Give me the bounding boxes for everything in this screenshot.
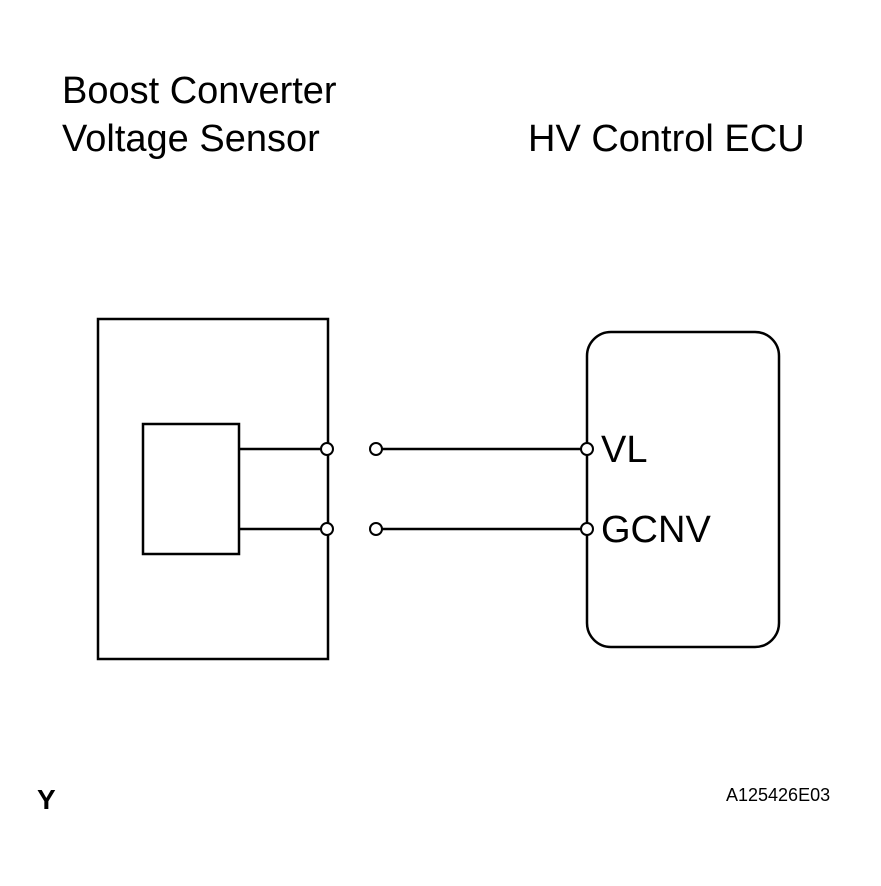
sensor-element <box>141 422 241 556</box>
sensor-terminal-vl <box>320 442 334 456</box>
sensor-terminal-gcnv <box>320 522 334 536</box>
ecu-title: HV Control ECU <box>528 118 805 160</box>
connector-terminal-vl <box>369 442 383 456</box>
connector-terminal-gcnv <box>369 522 383 536</box>
ecu-terminal-gcnv <box>580 522 594 536</box>
ecu-terminal-vl <box>580 442 594 456</box>
pin-label-vl: VL <box>601 429 648 471</box>
sensor-title-line2: Voltage Sensor <box>62 118 320 160</box>
pin-label-gcnv: GCNV <box>601 509 711 551</box>
sensor-housing <box>96 317 330 661</box>
ecu-housing <box>585 330 781 649</box>
corner-mark: Y <box>37 784 56 815</box>
sensor-title-line1: Boost Converter <box>62 70 337 112</box>
figure-code: A125426E03 <box>726 785 831 805</box>
